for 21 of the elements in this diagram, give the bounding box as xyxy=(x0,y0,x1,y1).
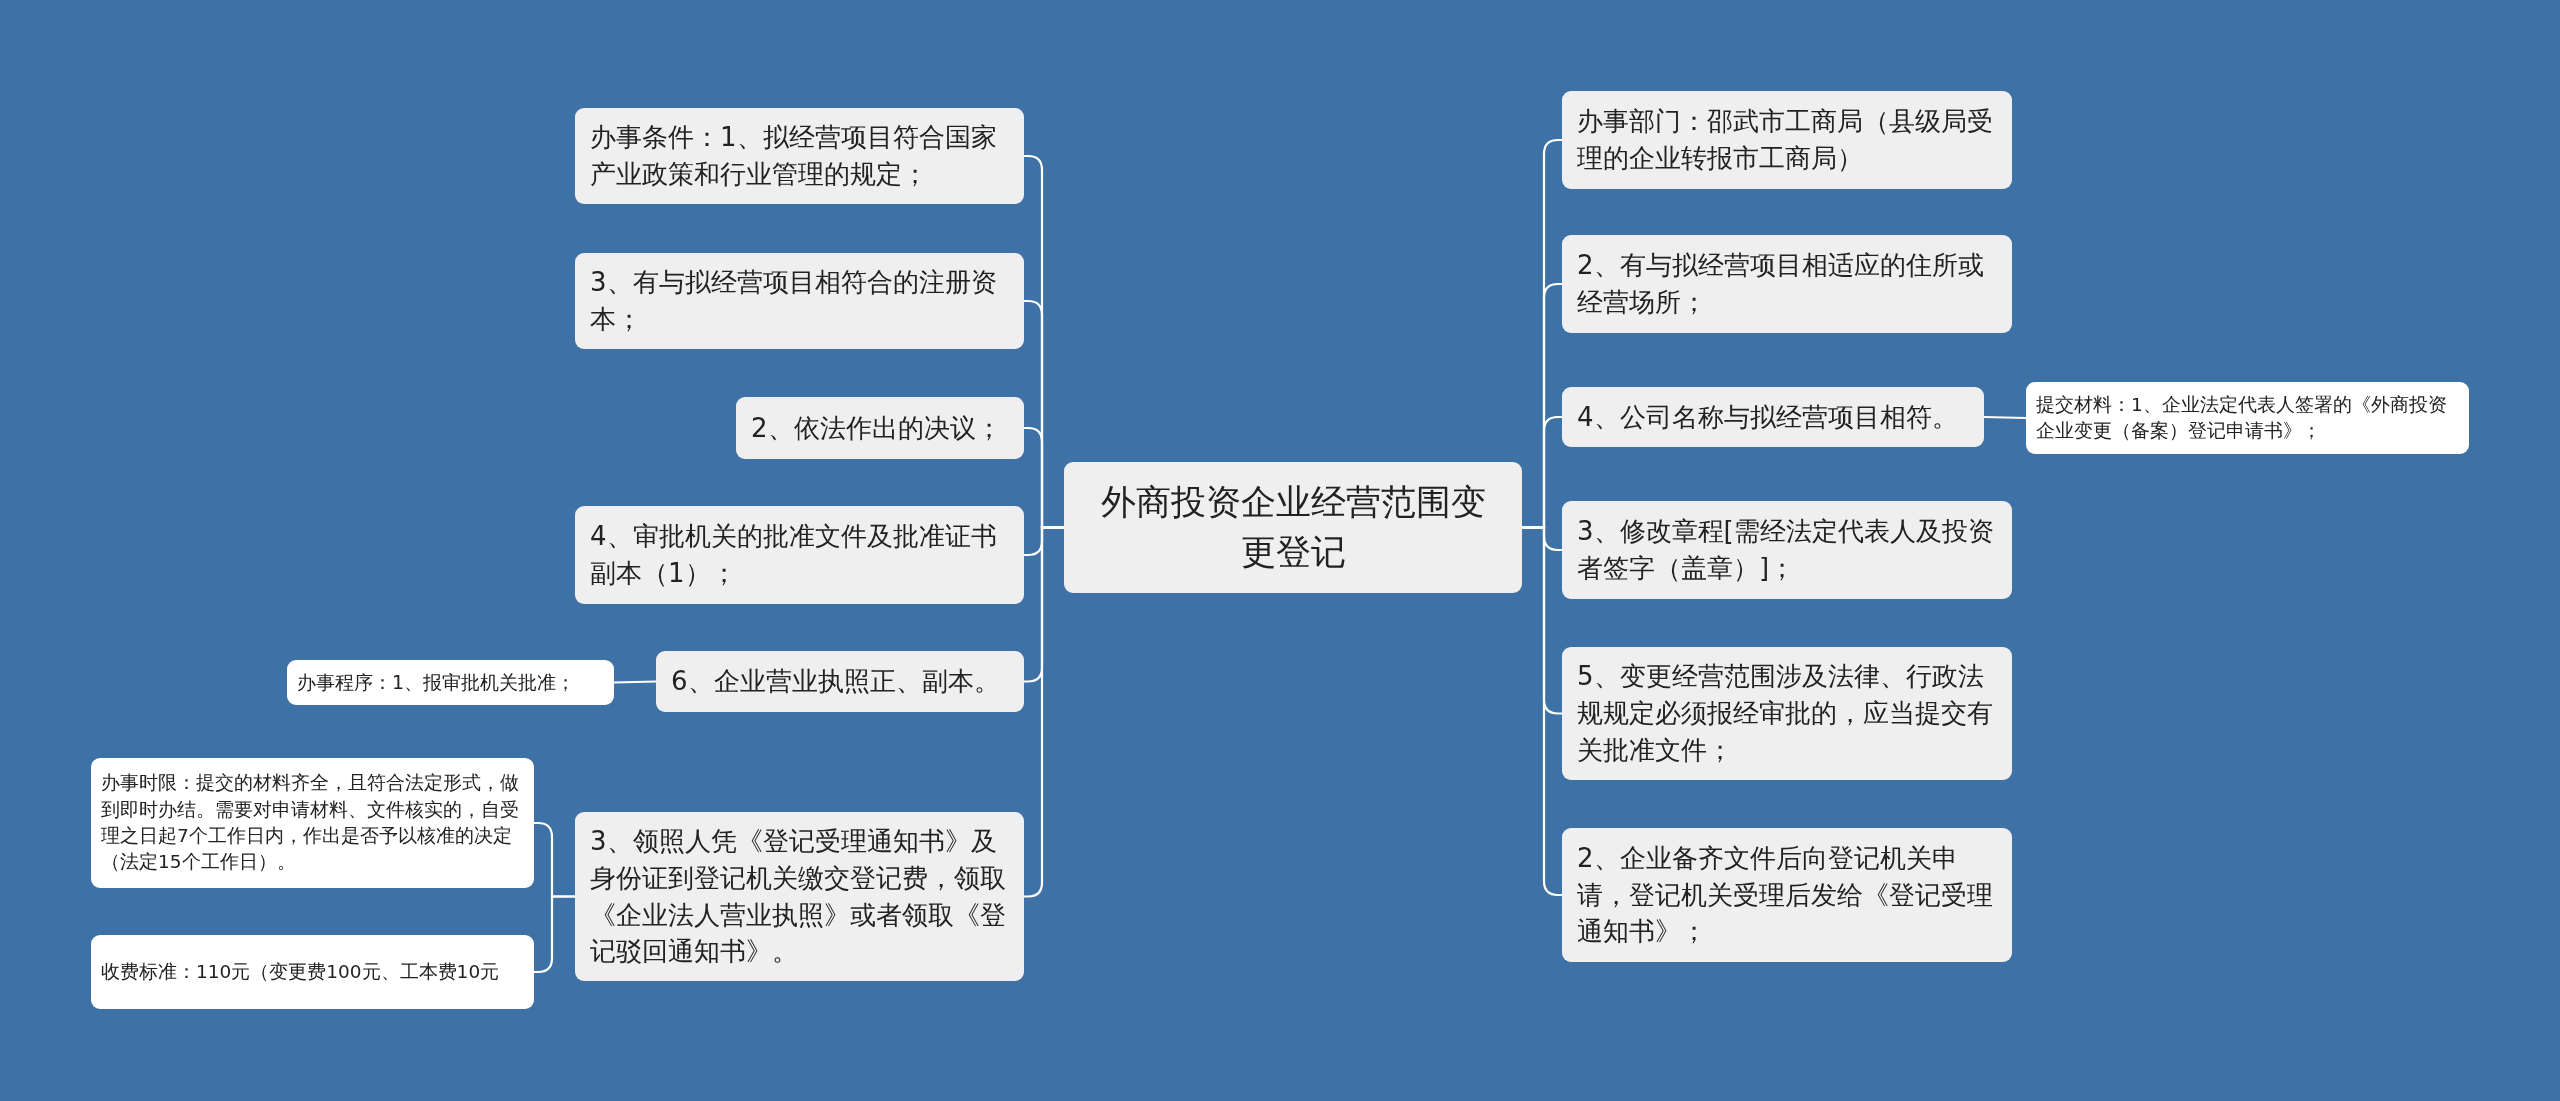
branch-box: 2、有与拟经营项目相适应的住所或经营场所； xyxy=(1562,235,2012,333)
branch-box: 3、修改章程[需经法定代表人及投资者签字（盖章）]； xyxy=(1562,501,2012,599)
connector-line xyxy=(1983,415,2027,420)
note-box: 提交材料：1、企业法定代表人签署的《外商投资企业变更（备案）登记申请书》； xyxy=(2026,382,2469,454)
branch-box: 办事条件：1、拟经营项目符合国家产业政策和行业管理的规定； xyxy=(575,108,1024,204)
note-box: 办事程序：1、报审批机关批准； xyxy=(287,660,614,705)
connector-line xyxy=(1522,526,1562,897)
topic-box: 外商投资企业经营范围变更登记 xyxy=(1064,462,1522,593)
branch-box: 2、企业备齐文件后向登记机关申请，登记机关受理后发给《登记受理通知书》； xyxy=(1562,828,2012,962)
branch-box: 4、公司名称与拟经营项目相符。 xyxy=(1562,387,1984,447)
connector-line xyxy=(1024,526,1064,898)
note-box: 收费标准：110元（变更费100元、工本费10元 xyxy=(91,935,534,1009)
branch-box: 2、依法作出的决议； xyxy=(736,397,1024,459)
branch-box: 办事部门：邵武市工商局（县级局受理的企业转报市工商局） xyxy=(1562,91,2012,189)
connector-line xyxy=(613,680,657,684)
branch-box: 5、变更经营范围涉及法律、行政法规规定必须报经审批的，应当提交有关批准文件； xyxy=(1562,647,2012,780)
branch-box: 6、企业营业执照正、副本。 xyxy=(656,651,1024,712)
note-box: 办事时限：提交的材料齐全，且符合法定形式，做到即时办结。需要对申请材料、文件核实的，自受理之日起7个工作日内，作出是否予以核准的决定（法定15个工作日）。 xyxy=(91,758,534,888)
branch-box: 3、领照人凭《登记受理通知书》及身份证到登记机关缴交登记费，领取《企业法人营业执照》或者领取《登记驳回通知书》。 xyxy=(575,812,1024,981)
branch-box: 3、有与拟经营项目相符合的注册资本； xyxy=(575,253,1024,349)
branch-box: 4、审批机关的批准文件及批准证书副本（1）； xyxy=(575,506,1024,604)
